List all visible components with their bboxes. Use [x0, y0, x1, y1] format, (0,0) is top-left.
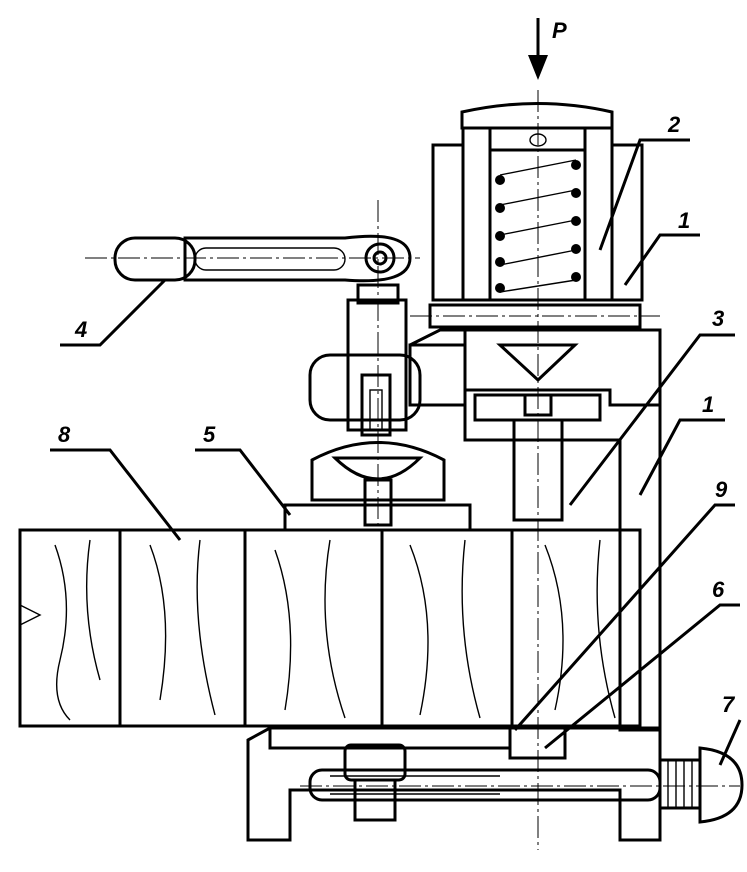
- label-3: 3: [712, 306, 724, 331]
- label-8: 8: [58, 422, 71, 447]
- wood-grain: [54, 539, 616, 721]
- bottom-jaw: [246, 726, 662, 842]
- adjusting-screw[interactable]: [658, 746, 744, 824]
- label-1-body: 1: [702, 392, 714, 417]
- force-arrow: [528, 18, 548, 80]
- label-1-top: 1: [678, 208, 690, 233]
- label-4: 4: [74, 317, 87, 342]
- axis-lines: [85, 90, 740, 850]
- force-label: P: [552, 18, 567, 43]
- workpiece: [18, 528, 642, 728]
- handle[interactable]: [113, 234, 412, 283]
- spring-housing: [428, 102, 644, 329]
- label-9: 9: [715, 477, 728, 502]
- label-5: 5: [203, 422, 216, 447]
- label-6: 6: [712, 577, 725, 602]
- label-2: 2: [667, 112, 681, 137]
- label-7: 7: [722, 692, 736, 717]
- leaders: [50, 138, 742, 766]
